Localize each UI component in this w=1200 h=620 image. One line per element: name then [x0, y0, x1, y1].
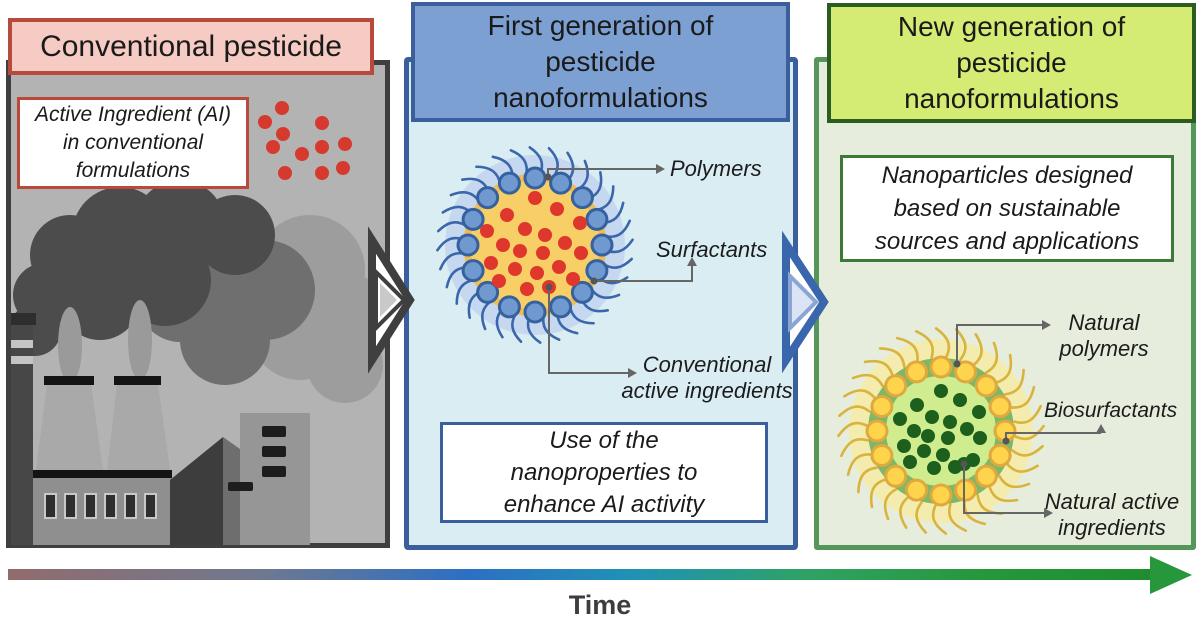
new-gen-title: New generation of pesticide nanoformulat…	[827, 3, 1196, 123]
nanoproperties-note-text: Use of the nanoproperties to enhance AI …	[503, 426, 705, 518]
first-gen-title-text: First generation of pesticide nanoformul…	[487, 10, 714, 113]
first-gen-title: First generation of pesticide nanoformul…	[411, 2, 790, 122]
new-gen-title-text: New generation of pesticide nanoformulat…	[897, 11, 1126, 114]
conventional-active-label: Conventional active ingredients	[621, 352, 793, 403]
time-gradient-bar	[8, 569, 1154, 580]
biosurfactants-label: Biosurfactants	[1044, 399, 1178, 422]
nanoproperties-note: Use of the nanoproperties to enhance AI …	[440, 422, 768, 523]
time-label: Time	[568, 590, 632, 620]
active-ingredient-note: Active Ingredient (AI) in conventional f…	[17, 97, 249, 189]
sustainable-note-text: Nanoparticles designed based on sustaina…	[874, 162, 1140, 255]
polymers-label: Polymers	[670, 156, 762, 181]
active-ingredient-note-text: Active Ingredient (AI) in conventional f…	[34, 103, 232, 182]
panel-new-generation	[814, 57, 1196, 550]
conventional-title-text: Conventional pesticide	[40, 29, 342, 63]
conventional-title: Conventional pesticide	[8, 18, 374, 75]
time-arrowhead-icon	[1150, 556, 1192, 594]
natural-active-label: Natural active ingredients	[1044, 489, 1180, 540]
natural-polymers-label: Natural polymers	[1059, 310, 1149, 361]
surfactants-label: Surfactants	[656, 237, 768, 262]
sustainable-note: Nanoparticles designed based on sustaina…	[840, 155, 1174, 262]
